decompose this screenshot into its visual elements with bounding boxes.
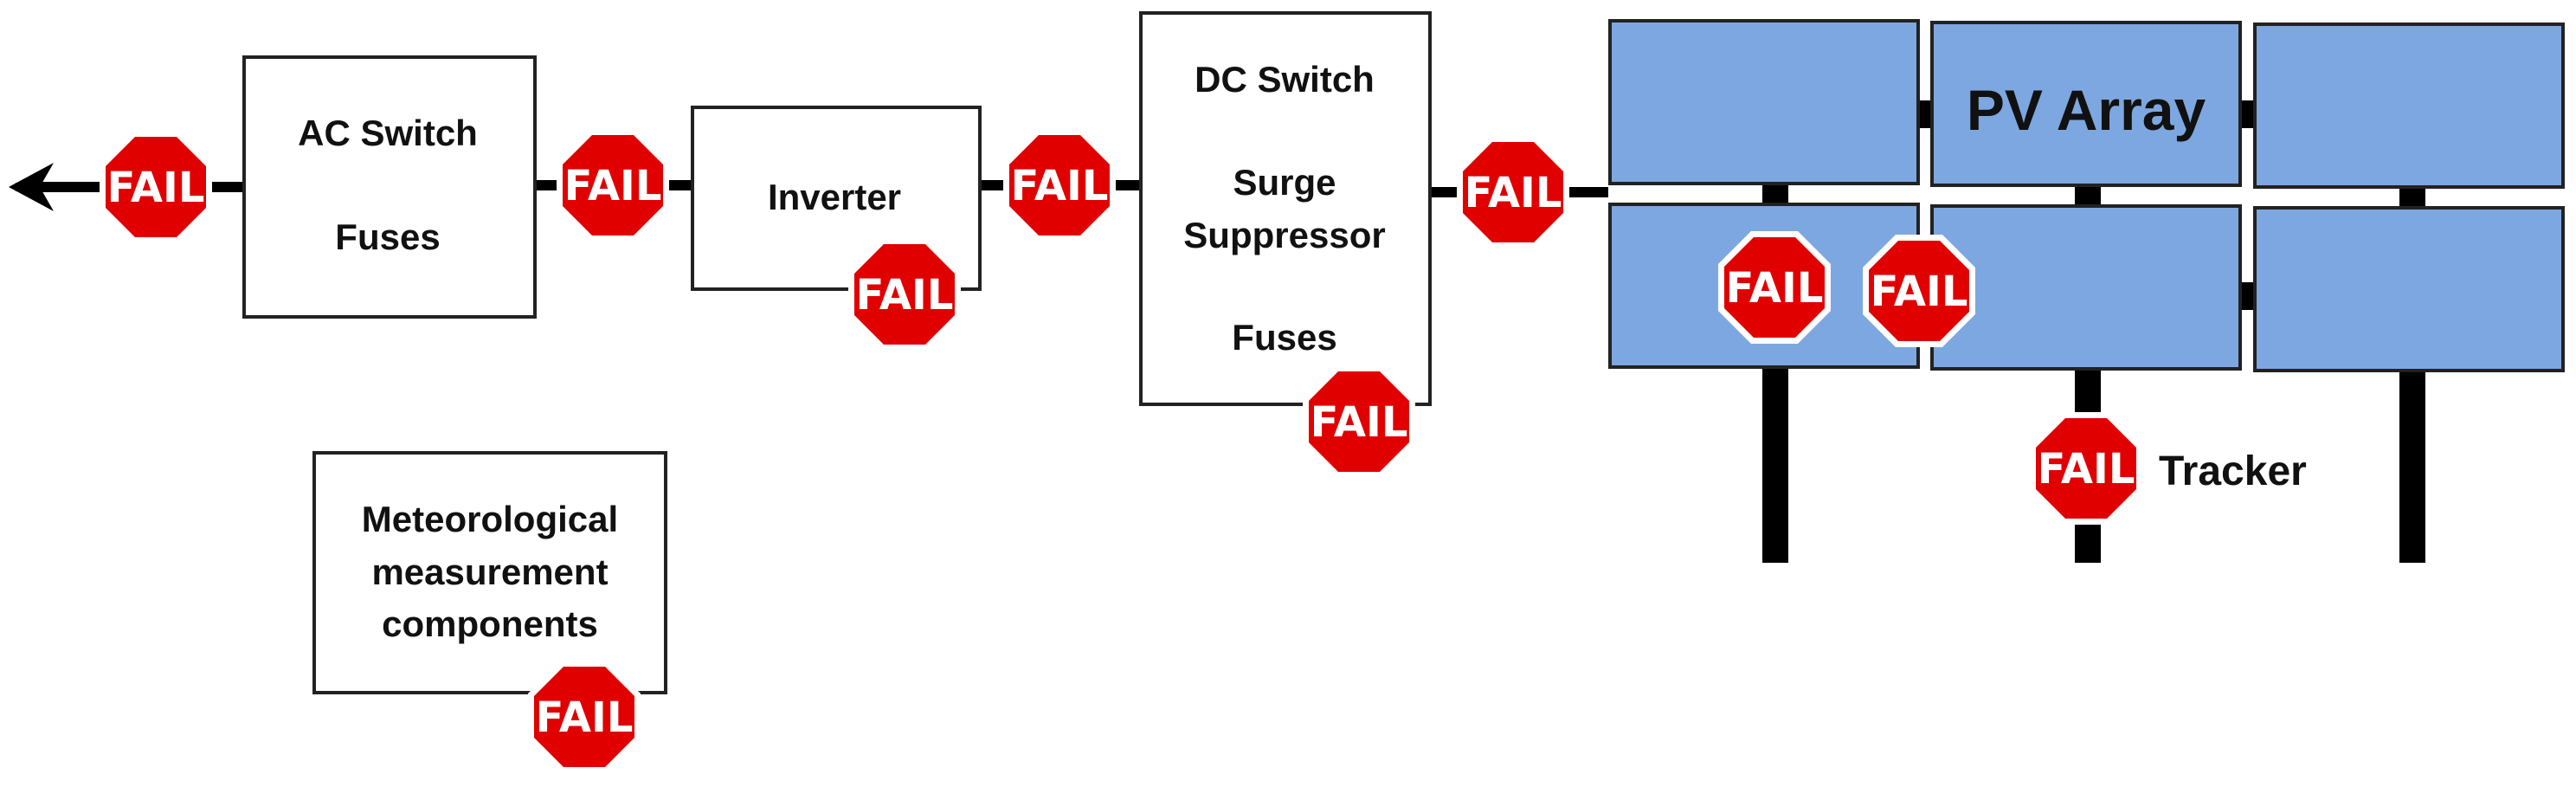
svg-text:FAIL: FAIL — [1311, 398, 1408, 447]
solar-panel — [2253, 23, 2565, 189]
svg-text:FAIL: FAIL — [2038, 445, 2135, 493]
solar-panel — [1930, 204, 2242, 371]
met-label-line2: measurement — [371, 552, 608, 592]
pv-array-label: PV Array — [1967, 78, 2206, 142]
svg-text:FAIL: FAIL — [107, 164, 205, 212]
met-label-line1: Meteorological — [362, 499, 618, 539]
fail-icon: FAIL — [1718, 231, 1831, 344]
surge-label: Surge — [1233, 162, 1336, 203]
solar-panel — [2253, 206, 2565, 372]
ac-fuses-label: Fuses — [335, 216, 440, 257]
meteorological-box: Meteorological measurement components — [312, 451, 667, 694]
fail-icon: FAIL — [1457, 136, 1569, 248]
svg-text:FAIL: FAIL — [1011, 162, 1109, 210]
fail-icon: FAIL — [1003, 129, 1116, 242]
svg-text:FAIL: FAIL — [1871, 268, 1968, 316]
ac-switch-label: AC Switch — [298, 113, 478, 153]
dc-fuses-label: Fuses — [1232, 317, 1336, 358]
fail-icon: FAIL — [100, 131, 212, 243]
panel-connectors — [1916, 100, 2255, 310]
svg-text:FAIL: FAIL — [1726, 264, 1824, 313]
inverter-label: Inverter — [768, 177, 901, 217]
dc-switch-label: DC Switch — [1195, 59, 1375, 100]
ac-switch-box: AC Switch Fuses — [242, 55, 537, 319]
svg-text:FAIL: FAIL — [1465, 169, 1562, 217]
svg-text:FAIL: FAIL — [856, 271, 954, 319]
solar-panel — [1608, 19, 1920, 185]
svg-text:FAIL: FAIL — [564, 162, 662, 210]
arrow-left-icon — [9, 163, 87, 211]
fail-icon: FAIL — [1303, 365, 1415, 478]
met-label-line3: components — [382, 603, 598, 644]
fail-signs: FAIL FAIL FAIL FAIL FAIL FAIL FAIL FAIL — [100, 129, 2142, 773]
dc-switch-box: DC Switch Surge Suppressor Fuses — [1139, 11, 1432, 406]
solar-panel — [1930, 21, 2242, 187]
fail-icon: FAIL — [528, 661, 641, 773]
fail-icon: FAIL — [557, 129, 669, 242]
suppressor-label: Suppressor — [1183, 215, 1385, 255]
fail-icon: FAIL — [2030, 412, 2142, 525]
fail-icon: FAIL — [1863, 235, 1975, 347]
svg-text:FAIL: FAIL — [536, 693, 634, 742]
fail-icon: FAIL — [848, 238, 961, 351]
tracker-label: Tracker — [2159, 448, 2307, 494]
